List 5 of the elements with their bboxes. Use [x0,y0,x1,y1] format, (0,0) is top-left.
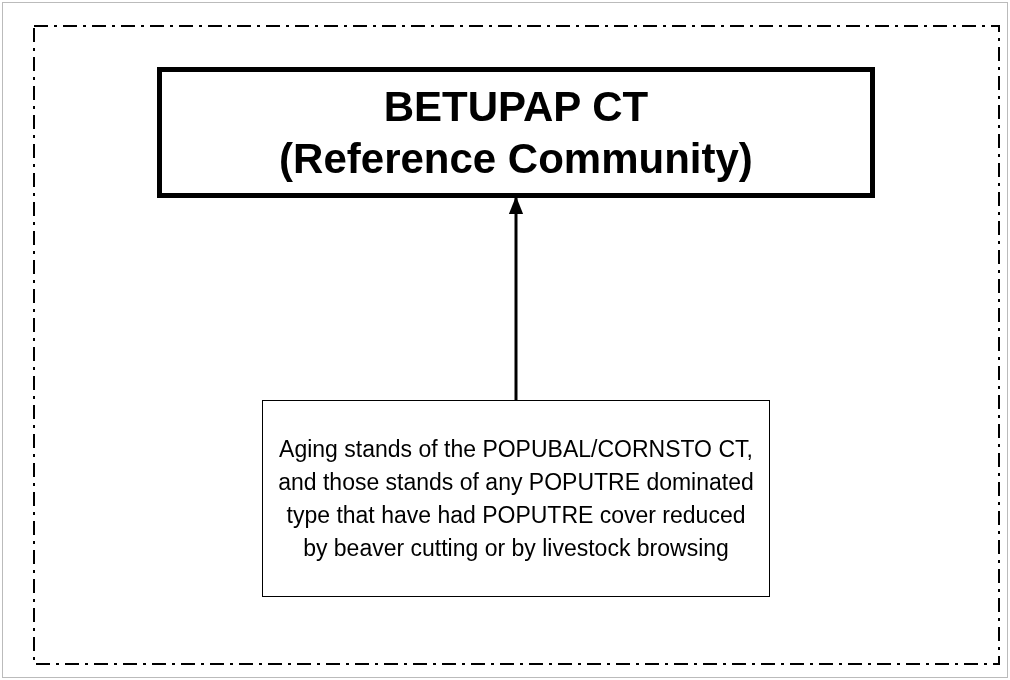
title-text: BETUPAP CT (Reference Community) [278,81,754,184]
process-box [262,400,770,597]
arrow [508,196,524,400]
description-text: Aging stands of the POPUBAL/CORNSTO CT, and those stands of any POPUTRE dominated type that have had POPUTRE cover reduced by beaver cutting or by livestock browsing [277,434,755,563]
title-box [157,67,875,198]
